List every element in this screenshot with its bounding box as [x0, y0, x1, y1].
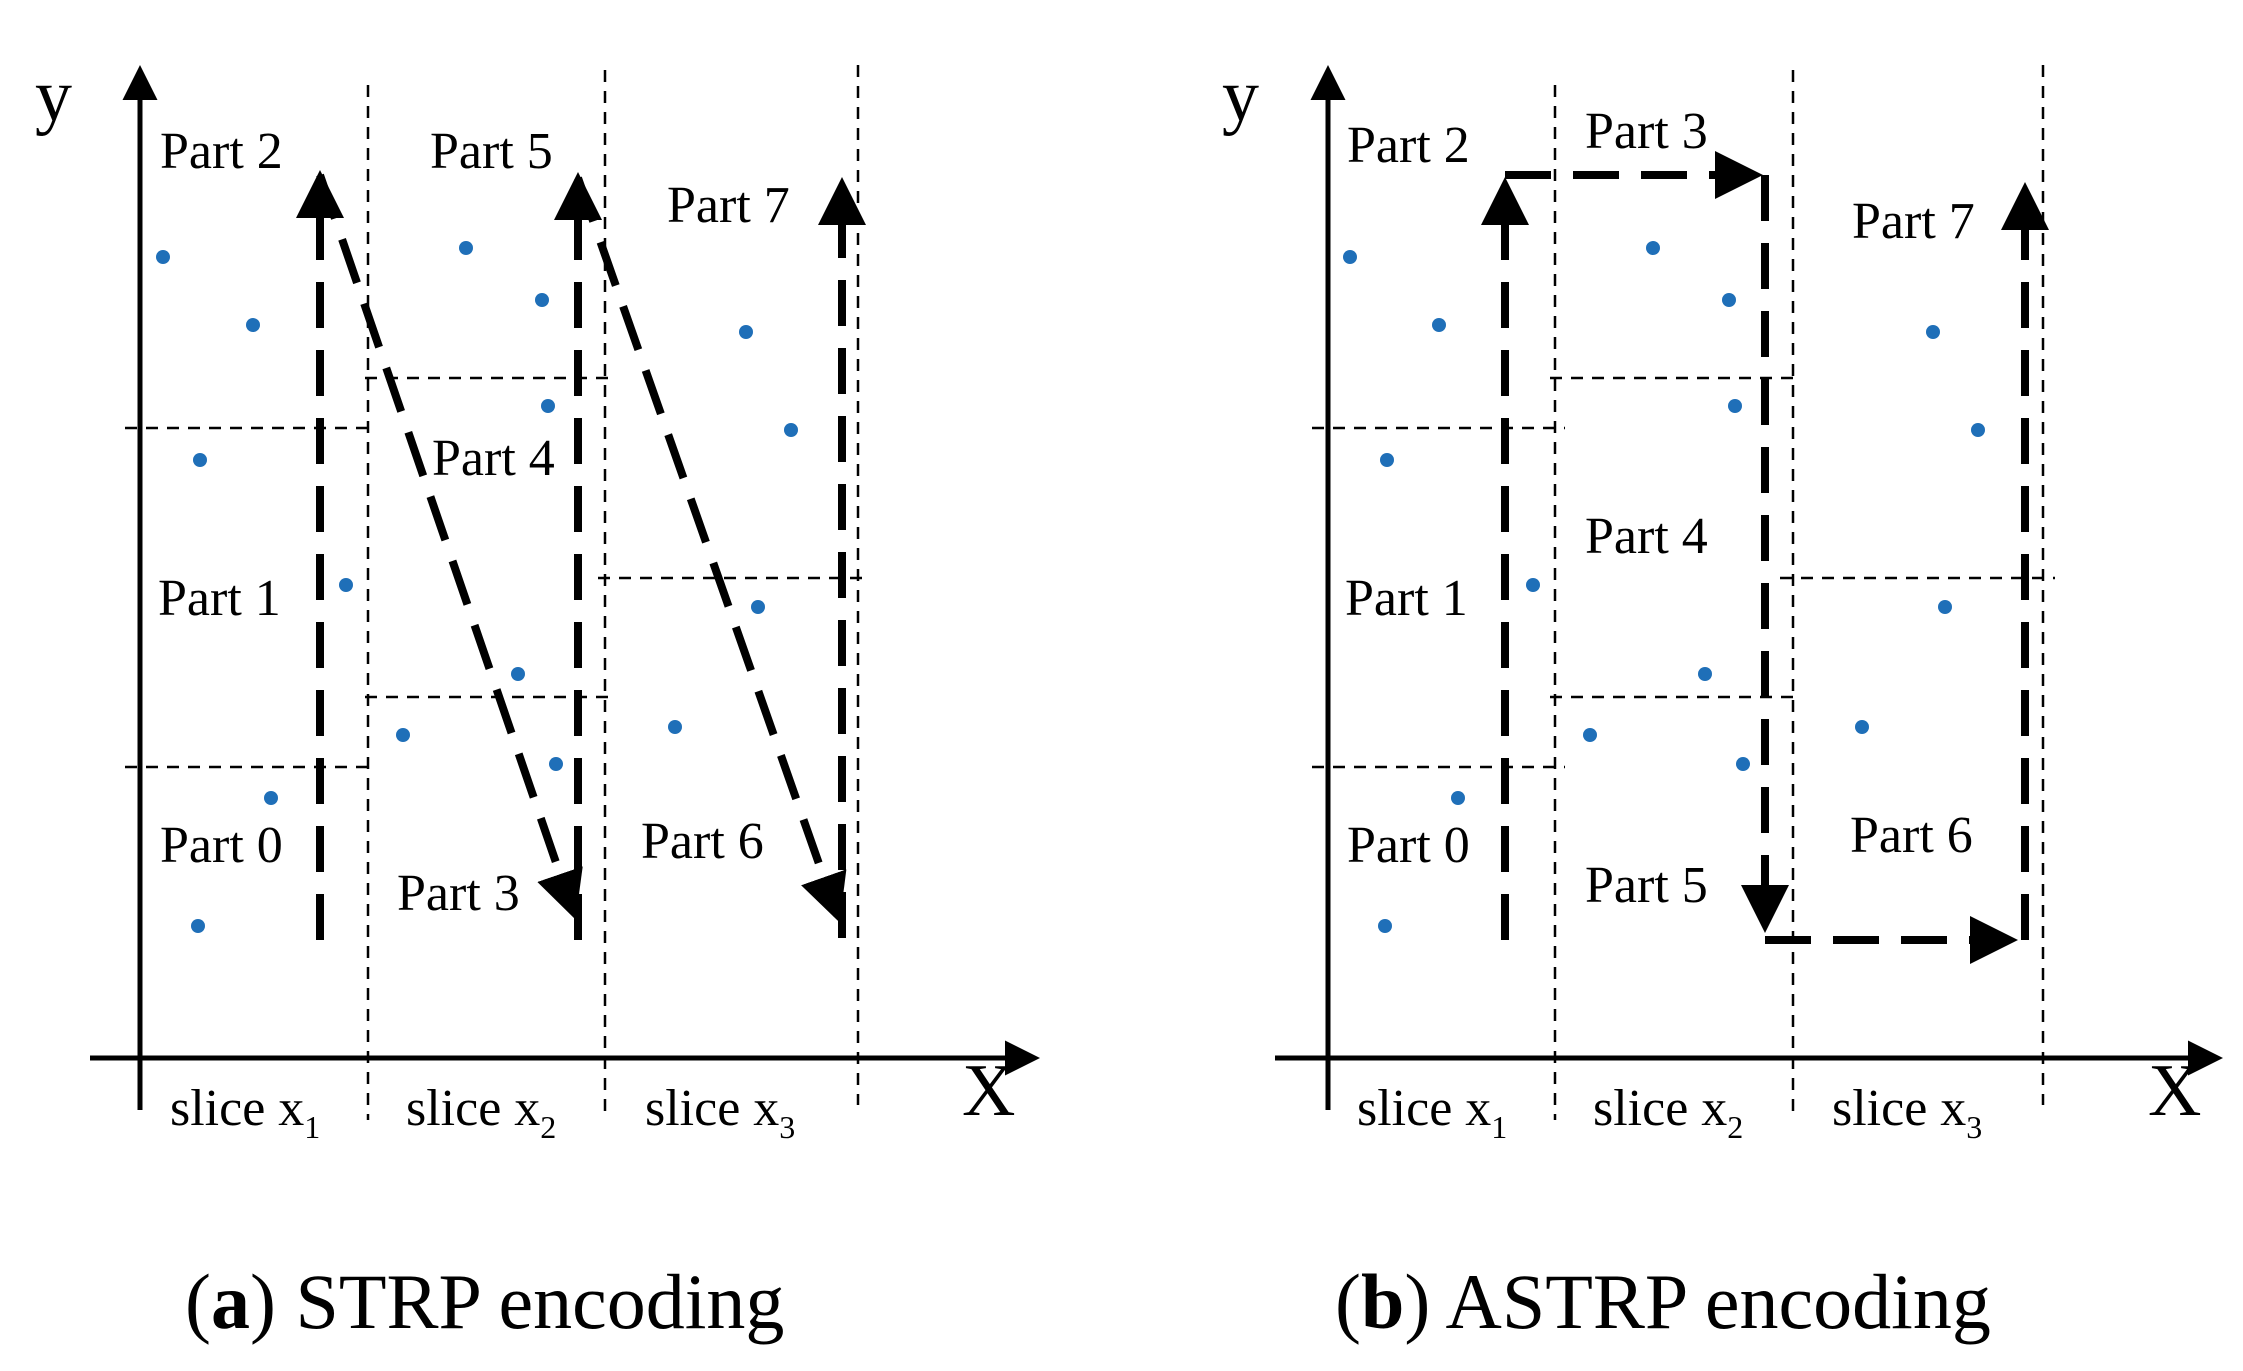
part-label: Part 7 [667, 177, 790, 234]
data-point [156, 250, 170, 264]
panel-b: y X [1222, 55, 2223, 1345]
slice-label: slice x2 [1593, 1080, 1743, 1145]
data-point [549, 757, 563, 771]
data-point [1938, 600, 1952, 614]
part-label: Part 2 [160, 123, 283, 180]
data-point [668, 720, 682, 734]
data-point [193, 453, 207, 467]
data-point [1583, 728, 1597, 742]
part-label: Part 4 [1585, 508, 1708, 565]
slice-label: slice x1 [170, 1080, 320, 1145]
data-point [1646, 241, 1660, 255]
part-label: Part 1 [1345, 570, 1468, 627]
data-point [1971, 423, 1985, 437]
data-point [1736, 757, 1750, 771]
slice-label: slice x3 [1832, 1080, 1982, 1145]
scan-path-segment [316, 173, 583, 920]
data-point [1926, 325, 1940, 339]
data-point [1380, 453, 1394, 467]
data-point [784, 423, 798, 437]
panel-caption: (b) ASTRP encoding [1335, 1258, 1991, 1345]
y-axis-label: y [1222, 55, 1259, 137]
data-point [1378, 919, 1392, 933]
part-label: Part 1 [158, 570, 281, 627]
part-label: Part 3 [397, 865, 520, 922]
data-point [739, 325, 753, 339]
data-point [459, 241, 473, 255]
part-label: Part 7 [1852, 193, 1975, 250]
part-label: Part 6 [641, 813, 764, 870]
slice-label: slice x2 [406, 1080, 556, 1145]
data-points [1343, 241, 1985, 933]
data-point [541, 399, 555, 413]
data-point [1722, 293, 1736, 307]
part-label: Part 5 [430, 123, 553, 180]
part-label: Part 2 [1347, 117, 1470, 174]
part-label: Part 3 [1585, 103, 1708, 160]
part-label: Part 5 [1585, 857, 1708, 914]
data-point [264, 791, 278, 805]
x-axis-label: X [962, 1050, 1015, 1132]
x-axis-label: X [2148, 1050, 2201, 1132]
data-point [1728, 399, 1742, 413]
slice-label: slice x1 [1357, 1080, 1507, 1145]
data-point [1855, 720, 1869, 734]
data-point [246, 318, 260, 332]
data-point [191, 919, 205, 933]
part-label: Part 6 [1850, 807, 1973, 864]
data-point [511, 667, 525, 681]
data-point [396, 728, 410, 742]
part-label: Part 4 [432, 430, 555, 487]
part-label: Part 0 [1347, 817, 1470, 874]
data-point [1451, 791, 1465, 805]
panel-caption: (a) STRP encoding [185, 1258, 784, 1345]
data-point [751, 600, 765, 614]
data-point [1432, 318, 1446, 332]
data-point [1526, 578, 1540, 592]
y-axis-label: y [35, 55, 72, 137]
data-points [156, 241, 798, 933]
slice-label: slice x3 [645, 1080, 795, 1145]
data-point [1343, 250, 1357, 264]
scan-path-segment [574, 176, 847, 923]
data-point [1698, 667, 1712, 681]
part-label: Part 0 [160, 817, 283, 874]
data-point [339, 578, 353, 592]
data-point [535, 293, 549, 307]
panel-a: y X [35, 55, 1040, 1345]
